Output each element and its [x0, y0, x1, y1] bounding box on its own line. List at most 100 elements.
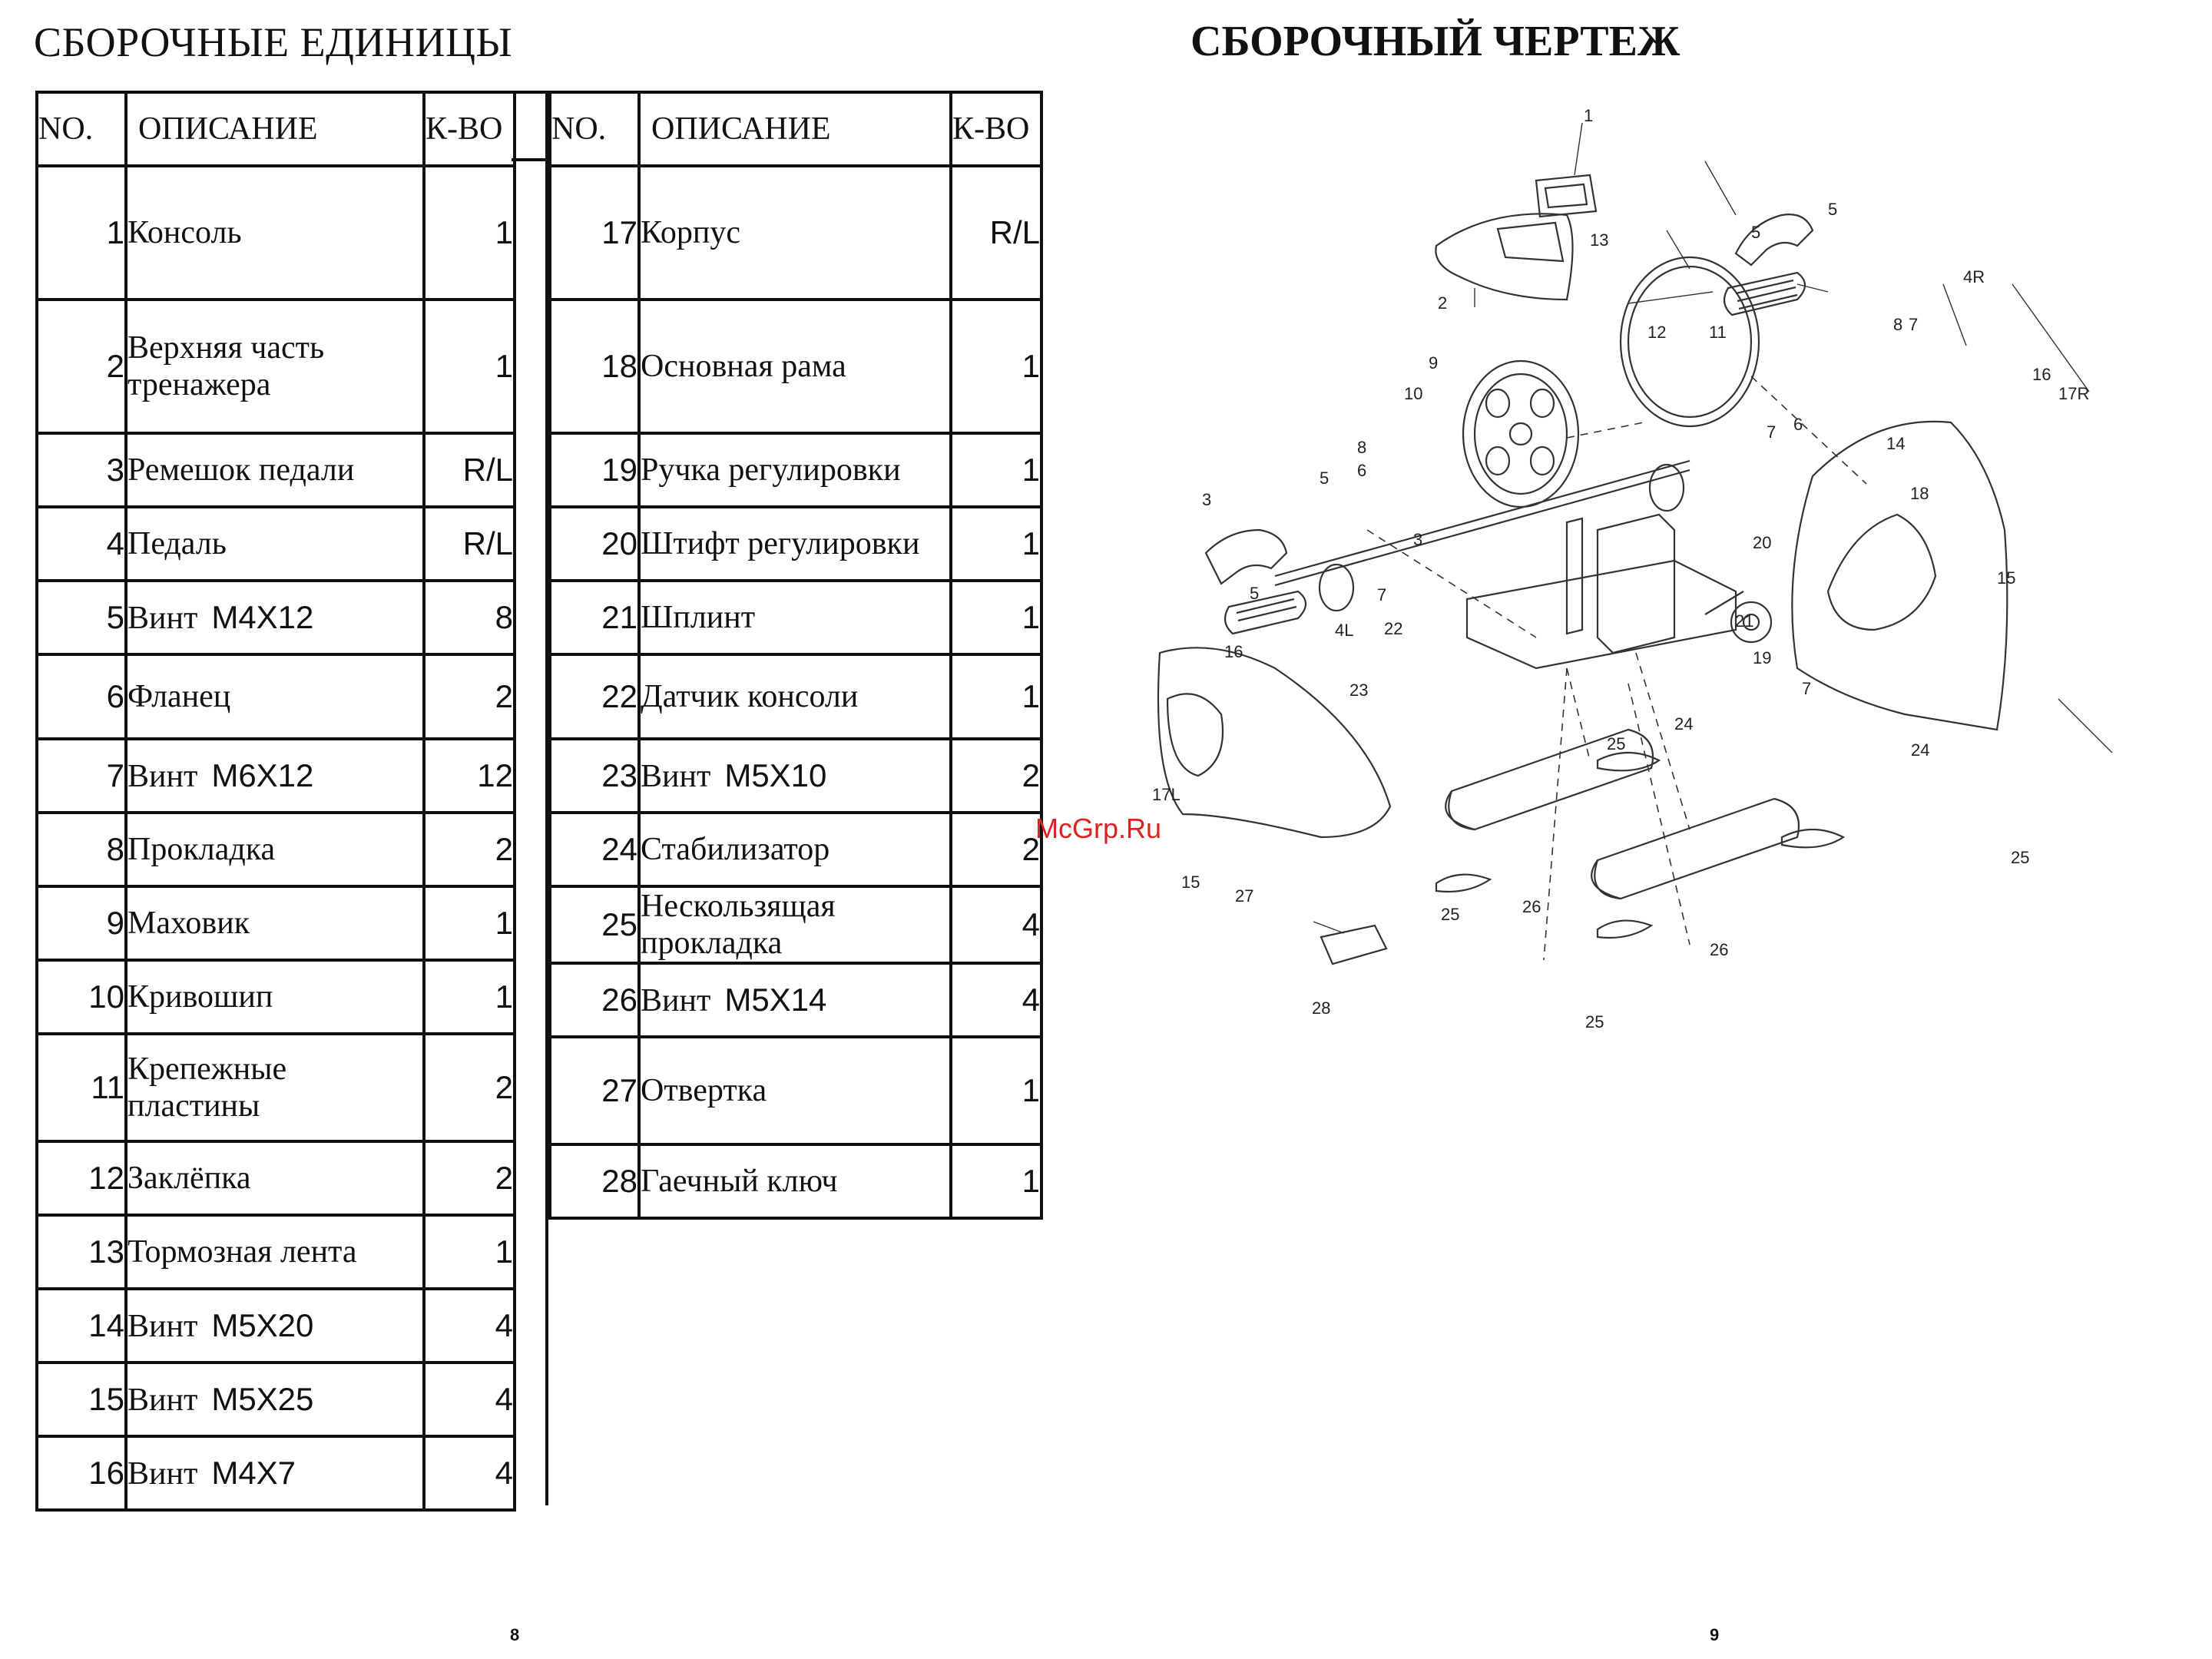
part-description: Стабилизатор [641, 832, 830, 867]
part-number: 1 [35, 164, 127, 301]
diagram-callout-label: 17R [2058, 384, 2089, 403]
part-quantity: 4 [949, 885, 1043, 965]
diagram-callout-label: 14 [1886, 434, 1905, 453]
diagram-callout-label: 5 [1250, 584, 1259, 603]
part-description: Винт [641, 982, 711, 1018]
diagram-callout-label: 7 [1767, 422, 1776, 442]
part-description-cell: Винт M5X14 [637, 962, 952, 1038]
table-gap-column [512, 91, 548, 1505]
part-description-cell: Тормозная лента [124, 1214, 426, 1290]
diagram-callout-label: 21 [1735, 611, 1753, 631]
assembly-drawing-title: СБОРОЧНЫЙ ЧЕРТЕЖ [1190, 18, 1681, 65]
part-description-cell: Винт M4X12 [124, 579, 426, 656]
part-description-cell: Верхняя часть тренажера [124, 298, 426, 435]
diagram-callout-label: 28 [1312, 998, 1330, 1018]
part-description: Маховик [127, 906, 250, 941]
diagram-callout-label: 8 [1357, 438, 1366, 457]
part-description-cell: Ремешок педали [124, 432, 426, 508]
diagram-callout-label: 25 [1607, 734, 1625, 753]
diagram-callout-label: 5 [1828, 200, 1837, 219]
part-description: Верхняя часть тренажера [127, 330, 325, 402]
part-description-cell: Ручка регулировки [637, 432, 952, 508]
diagram-callout-label: 18 [1910, 484, 1929, 503]
part-number: 25 [548, 885, 641, 965]
stabilizer-rear-shape [1594, 797, 1800, 900]
part-description: Винт [127, 1382, 198, 1418]
diagram-callout-label: 4L [1335, 621, 1353, 640]
part-description: Кривошип [127, 979, 273, 1015]
part-quantity: R/L [949, 164, 1043, 301]
part-description: Заклёпка [127, 1161, 251, 1196]
diagram-callout-label: 10 [1404, 384, 1422, 403]
part-description-cell: Заклёпка [124, 1140, 426, 1217]
header-description: ОПИСАНИЕ [124, 91, 426, 167]
part-number: 4 [35, 505, 127, 582]
part-quantity: 1 [949, 298, 1043, 435]
diagram-callout-label: 20 [1753, 533, 1771, 552]
part-number: 5 [35, 579, 127, 656]
part-description-cell: Штифт регулировки [637, 505, 952, 582]
part-number: 18 [548, 298, 641, 435]
diagram-callout-label: 3 [1202, 490, 1211, 509]
part-spec: M5X20 [211, 1306, 314, 1343]
diagram-callout-label: 25 [2011, 848, 2029, 867]
diagram-callout-label: 15 [1181, 873, 1200, 892]
part-quantity: R/L [422, 505, 516, 582]
table-gap-header [512, 91, 548, 161]
diagram-callout-label: 19 [1753, 648, 1771, 667]
parts-list-title: СБОРОЧНЫЕ ЕДИНИЦЫ [34, 19, 513, 65]
part-description: Ремешок педали [127, 452, 355, 488]
part-quantity: 4 [422, 1361, 516, 1438]
part-number: 7 [35, 737, 127, 814]
part-description-cell: Отвертка [637, 1035, 952, 1146]
stabilizer-front-shape [1448, 728, 1654, 831]
part-description: Винт [127, 600, 198, 636]
diagram-callout-label: 26 [1710, 940, 1728, 959]
crank-axle-shape [1274, 459, 1690, 578]
part-quantity: 8 [422, 579, 516, 656]
part-quantity: 12 [422, 737, 516, 814]
part-spec: M4X12 [211, 598, 314, 635]
part-number: 9 [35, 885, 127, 962]
part-number: 6 [35, 653, 127, 740]
diagram-callout-label: 6 [1357, 461, 1366, 480]
part-quantity: 1 [949, 432, 1043, 508]
part-number: 26 [548, 962, 641, 1038]
part-number: 23 [548, 737, 641, 814]
part-quantity: 2 [422, 1032, 516, 1143]
part-number: 17 [548, 164, 641, 301]
diagram-callout-label: 25 [1441, 905, 1459, 924]
part-description-cell: Датчик консоли [637, 653, 952, 740]
part-spec: M4X7 [211, 1454, 296, 1491]
part-number: 20 [548, 505, 641, 582]
adjustment-knob-shape [1730, 601, 1773, 644]
part-spec: M5X25 [211, 1380, 314, 1417]
pedal-left-shape [1224, 590, 1307, 635]
part-description-cell: Прокладка [124, 811, 426, 888]
diagram-callout-label: 4R [1963, 267, 1985, 286]
part-quantity: 2 [422, 653, 516, 740]
page-number-left: 8 [510, 1625, 520, 1644]
part-description-cell: Фланец [124, 653, 426, 740]
part-description: Штифт регулировки [641, 526, 920, 561]
part-number: 2 [35, 298, 127, 435]
page-number-right: 9 [1710, 1625, 1720, 1644]
part-spec: M5X14 [724, 981, 827, 1018]
part-description: Винт [641, 758, 711, 794]
part-number: 27 [548, 1035, 641, 1146]
part-quantity: 1 [949, 1143, 1043, 1220]
